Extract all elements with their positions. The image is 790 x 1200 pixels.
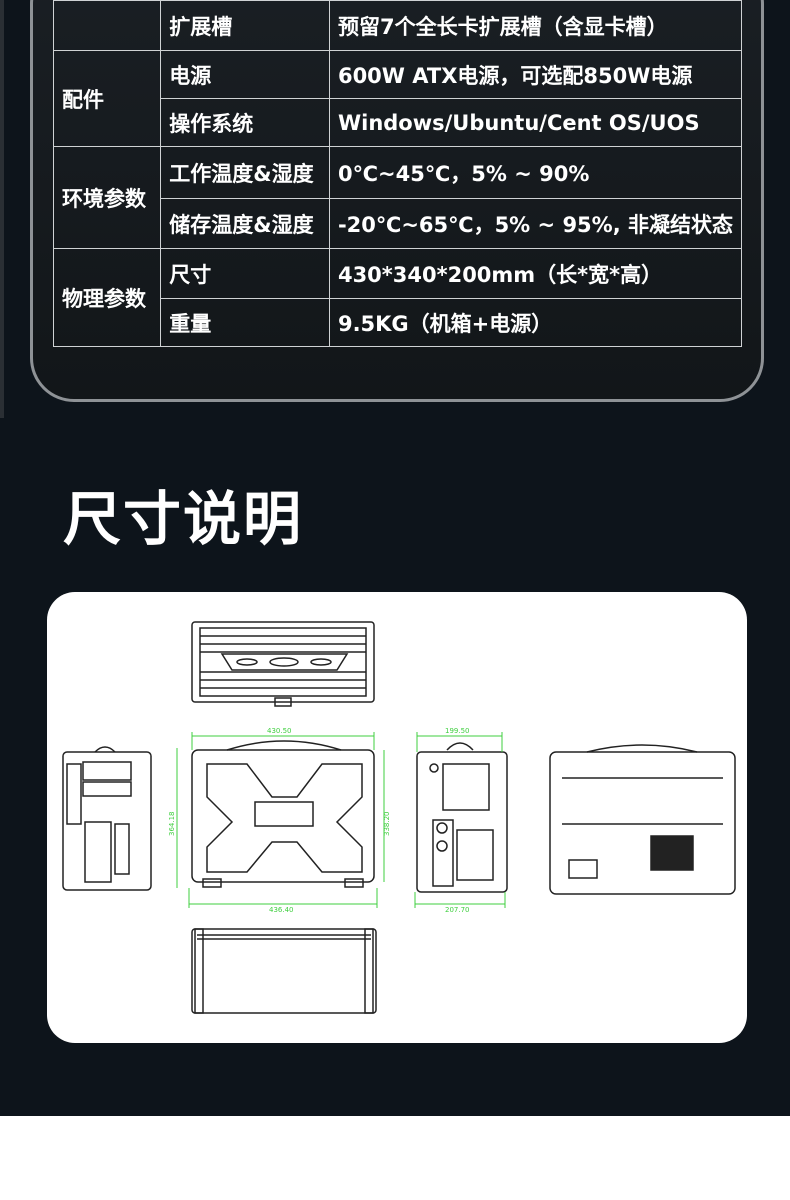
table-row: 扩展槽 预留7个全长卡扩展槽（含显卡槽） xyxy=(52,0,743,51)
left-edge-line xyxy=(0,0,4,418)
param-name: 扩展槽 xyxy=(160,0,330,51)
category-cell: 环境参数 xyxy=(52,146,162,249)
param-name: 储存温度&湿度 xyxy=(160,198,330,249)
table-row: 环境参数 工作温度&湿度 0℃~45℃，5% ~ 90% xyxy=(52,146,743,249)
right-side-view-drawing xyxy=(416,742,508,893)
section-title: 尺寸说明 xyxy=(63,485,304,553)
table-row: 重量 9.5KG（机箱+电源） xyxy=(54,298,743,347)
param-value: 9.5KG（机箱+电源） xyxy=(328,298,743,347)
bottom-view-drawing xyxy=(191,928,377,1014)
table-row: 储存温度&湿度 -20℃~65℃，5% ~ 95%, 非凝结状态 xyxy=(54,198,743,249)
dimension-label: 199.50 xyxy=(445,727,470,735)
dimension-label: 436.40 xyxy=(269,906,294,914)
param-value: 0℃~45℃，5% ~ 90% xyxy=(328,146,743,199)
dimension-lines xyxy=(176,732,506,908)
param-name: 操作系统 xyxy=(160,98,330,147)
category-cell: 配件 xyxy=(52,50,162,147)
table-row: 物理参数 尺寸 430*340*200mm（长*宽*高） xyxy=(52,248,743,347)
param-value: 430*340*200mm（长*宽*高） xyxy=(328,248,743,299)
front-view-drawing xyxy=(191,740,375,888)
dimension-label: 364.18 xyxy=(168,812,176,837)
dimension-drawing: 430.50 436.40 364.18 338.20 199.50 207.7… xyxy=(62,621,736,1014)
category-cell xyxy=(52,0,162,51)
dimension-drawing-card: 430.50 436.40 364.18 338.20 199.50 207.7… xyxy=(47,592,747,1043)
table-row: 操作系统 Windows/Ubuntu/Cent OS/UOS xyxy=(54,98,743,147)
dimension-label: 430.50 xyxy=(267,727,292,735)
param-value: 预留7个全长卡扩展槽（含显卡槽） xyxy=(328,0,743,51)
spec-table: 扩展槽 预留7个全长卡扩展槽（含显卡槽） 配件 电源 600W ATX电源，可选… xyxy=(52,0,743,347)
param-name: 尺寸 xyxy=(160,248,330,299)
param-value: -20℃~65℃，5% ~ 95%, 非凝结状态 xyxy=(328,198,743,249)
left-side-view-drawing xyxy=(62,746,152,891)
param-name: 重量 xyxy=(160,298,330,347)
param-value: 600W ATX电源，可选配850W电源 xyxy=(328,50,743,99)
back-view-drawing xyxy=(549,744,736,895)
param-value: Windows/Ubuntu/Cent OS/UOS xyxy=(328,98,743,147)
category-cell: 物理参数 xyxy=(52,248,162,347)
table-row: 配件 电源 600W ATX电源，可选配850W电源 xyxy=(52,50,743,147)
dimension-label: 207.70 xyxy=(445,906,470,914)
param-name: 工作温度&湿度 xyxy=(160,146,330,199)
param-name: 电源 xyxy=(160,50,330,99)
dimension-label: 338.20 xyxy=(383,812,391,837)
top-view-drawing xyxy=(191,621,375,707)
